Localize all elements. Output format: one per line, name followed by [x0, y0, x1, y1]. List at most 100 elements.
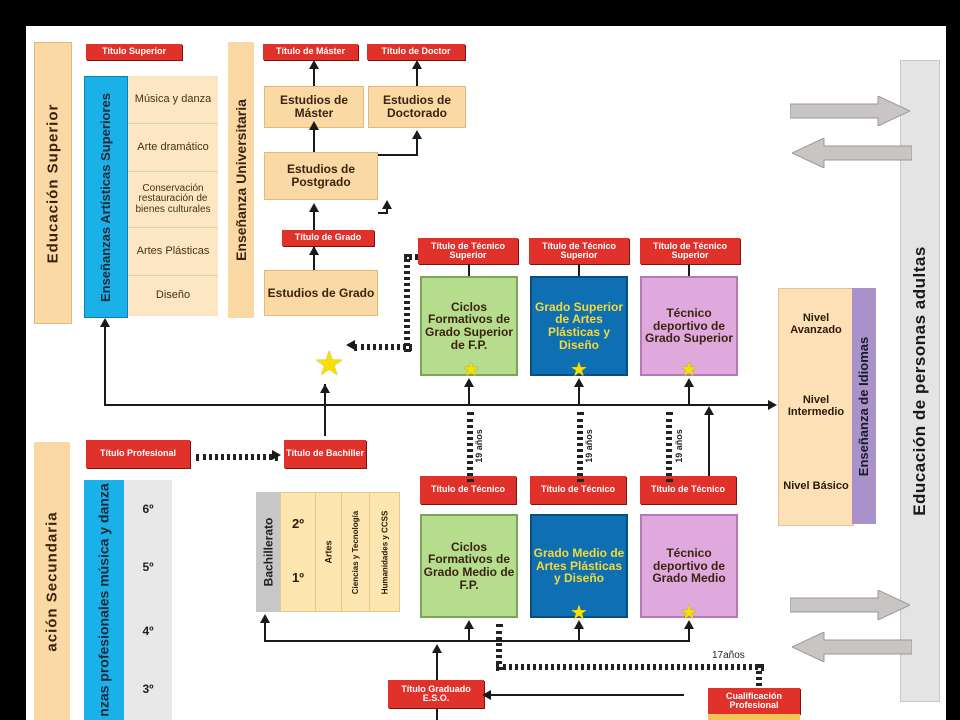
- connector-line: [468, 626, 470, 642]
- artisticas-band: Enseñanzas Artísticas Superiores: [84, 76, 128, 318]
- nivel-basico: Nivel Básico: [783, 480, 849, 493]
- star-icon: ★: [570, 359, 588, 381]
- nivel-intermedio: Nivel Intermedio: [787, 394, 845, 418]
- connector-line: [416, 66, 418, 86]
- right-border: [946, 0, 960, 720]
- arrow-left-icon: [482, 690, 491, 700]
- connector-line: [386, 208, 388, 214]
- profesionales-band: nzas profesionales música y danza: [84, 480, 124, 720]
- universitaria-band: Enseñanza Universitaria: [228, 42, 254, 318]
- arrow-up-icon: [704, 406, 714, 415]
- estudios-postgrado-box: Estudios de Postgrado: [264, 152, 378, 200]
- arrow-left-icon: [346, 340, 355, 350]
- course-item: 6º: [142, 501, 154, 516]
- tecnico-superior-tag: Título de Técnico Superior: [418, 238, 518, 264]
- connector-line: [313, 246, 315, 270]
- arrow-up-icon: [684, 620, 694, 629]
- idiomas-panel: Nivel Avanzado Nivel Intermedio Nivel Bá…: [778, 288, 854, 526]
- connector-line: [264, 640, 688, 642]
- arrow-up-icon: [309, 246, 319, 255]
- connector-line: [436, 708, 438, 720]
- course-item: 4º: [142, 623, 154, 638]
- artisticas-list: Música y danza Arte dramático Conservaci…: [128, 76, 218, 316]
- titulo-superior-tag: Título Superior: [86, 44, 182, 60]
- connector-line: [324, 384, 326, 406]
- titulo-grado-tag: Título de Grado: [282, 230, 374, 246]
- bachillerato-year: 1º: [292, 570, 304, 586]
- modality-humanidades: Humanidades y CCSS: [369, 493, 400, 611]
- star-icon: ★: [314, 345, 345, 383]
- connector-line: [688, 264, 690, 276]
- connector-line: [378, 154, 416, 156]
- connector-line: [578, 626, 580, 642]
- titulo-profesional-tag: Título Profesional: [86, 440, 190, 468]
- ciclo-medio-box: Ciclos Formativos de Grado Medio de F.P.: [420, 514, 518, 618]
- connector-line: [416, 136, 418, 156]
- age-label: 19 años: [584, 429, 594, 463]
- connector-line: [468, 264, 470, 276]
- connector-line: [313, 210, 315, 230]
- course-item: 5º: [142, 559, 154, 574]
- arrow-up-icon: [574, 378, 584, 387]
- arrow-up-icon: [432, 644, 442, 653]
- artisticas-label: Enseñanzas Artísticas Superiores: [98, 92, 114, 302]
- artisticas-item: Música y danza: [128, 76, 218, 124]
- dotted-connector: [354, 344, 412, 350]
- bachillerato-grid: 2º 1º Artes Ciencias y Tecnología Humani…: [280, 492, 400, 612]
- universitaria-label: Enseñanza Universitaria: [233, 99, 250, 261]
- dotted-connector: [496, 664, 764, 670]
- artes-superior-box: Grado Superior de Artes Plásticas y Dise…: [530, 276, 628, 376]
- deportivo-superior-box: Técnico deportivo de Grado Superior: [640, 276, 738, 376]
- connector-line: [324, 406, 326, 436]
- educacion-superior-band: Educación Superior: [34, 42, 72, 324]
- dotted-connector: [496, 624, 502, 670]
- educacion-secundaria-band: ación Secundaria: [34, 442, 70, 720]
- artes-medio-box: Grado Medio de Artes Plásticas y Diseño: [530, 514, 628, 618]
- connector-line: [578, 264, 580, 276]
- bachillerato-label: Bachillerato: [261, 517, 276, 587]
- modality-artes: Artes: [315, 493, 342, 611]
- dotted-connector: [404, 254, 410, 352]
- age-label: 19 años: [474, 429, 484, 463]
- arrow-up-icon: [100, 318, 110, 327]
- arrow-up-icon: [684, 378, 694, 387]
- adultos-label: Educación de personas adultas: [910, 246, 930, 516]
- estudios-grado-box: Estudios de Grado: [264, 270, 378, 316]
- bachillerato-band: Bachillerato: [256, 492, 280, 612]
- adultos-band: Educación de personas adultas: [900, 60, 940, 702]
- estudios-doctorado-box: Estudios de Doctorado: [368, 86, 466, 128]
- star-icon: ★: [570, 602, 588, 624]
- educacion-secundaria-label: ación Secundaria: [43, 510, 61, 652]
- connector-line: [484, 694, 684, 696]
- arrow-up-icon: [574, 620, 584, 629]
- connector-line: [688, 384, 690, 406]
- connector-line: [688, 626, 690, 642]
- course-item: 3º: [142, 681, 154, 696]
- bachillerato-year: 2º: [292, 516, 304, 532]
- connector-line: [436, 652, 438, 680]
- grey-arrow-left-icon: [792, 632, 912, 662]
- arrow-up-icon: [260, 614, 270, 623]
- age-label: 19 años: [674, 429, 684, 463]
- courses-column: 6º 5º 4º 3º: [124, 480, 172, 720]
- arrow-right-icon: [272, 450, 281, 460]
- grey-arrow-right-icon: [790, 96, 910, 126]
- titulo-tecnico-tag: Título de Técnico: [640, 476, 736, 504]
- arrow-up-icon: [464, 620, 474, 629]
- age-17-label: 17años: [712, 650, 745, 661]
- left-border: [0, 0, 26, 720]
- artisticas-item: Artes Plásticas: [128, 228, 218, 276]
- arrow-up-icon: [320, 384, 330, 393]
- dotted-connector: [196, 454, 278, 460]
- artisticas-item: Arte dramático: [128, 124, 218, 172]
- arrow-up-icon: [382, 200, 392, 209]
- grey-arrow-right-icon: [790, 590, 910, 620]
- dotted-connector: [666, 412, 672, 482]
- arrow-right-icon: [768, 400, 777, 410]
- artisticas-item: Conservación restauración de bienes cult…: [128, 172, 218, 228]
- distribution-line: [104, 404, 770, 406]
- dotted-connector: [577, 412, 583, 482]
- top-border: [0, 0, 960, 26]
- profesionales-label: nzas profesionales música y danza: [96, 483, 113, 717]
